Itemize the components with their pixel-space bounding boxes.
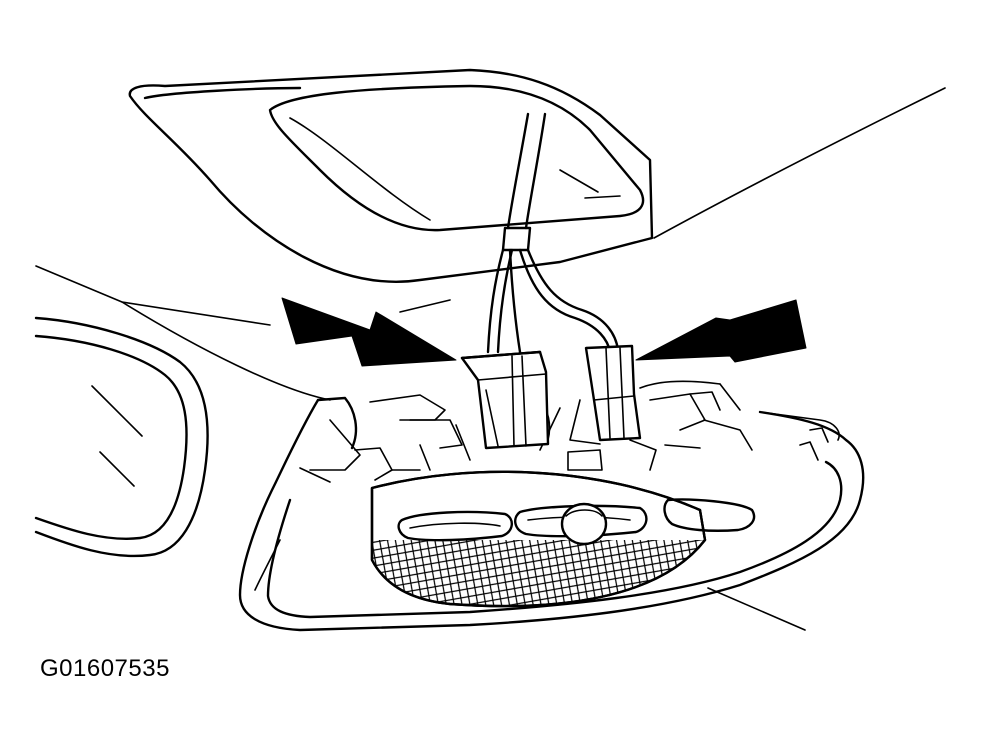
left-connector xyxy=(460,350,550,450)
sun-visor xyxy=(34,316,209,558)
right-connector xyxy=(584,344,642,442)
lamp-housing xyxy=(238,380,865,632)
arrow-right xyxy=(635,299,807,363)
headliner xyxy=(35,68,946,401)
wiring-harness xyxy=(486,112,620,354)
leader-line xyxy=(707,587,806,631)
arrow-left xyxy=(281,297,457,367)
lamp-lens xyxy=(370,470,756,608)
figure-id-label: G01607535 xyxy=(40,655,170,682)
roof-opening xyxy=(268,84,645,232)
